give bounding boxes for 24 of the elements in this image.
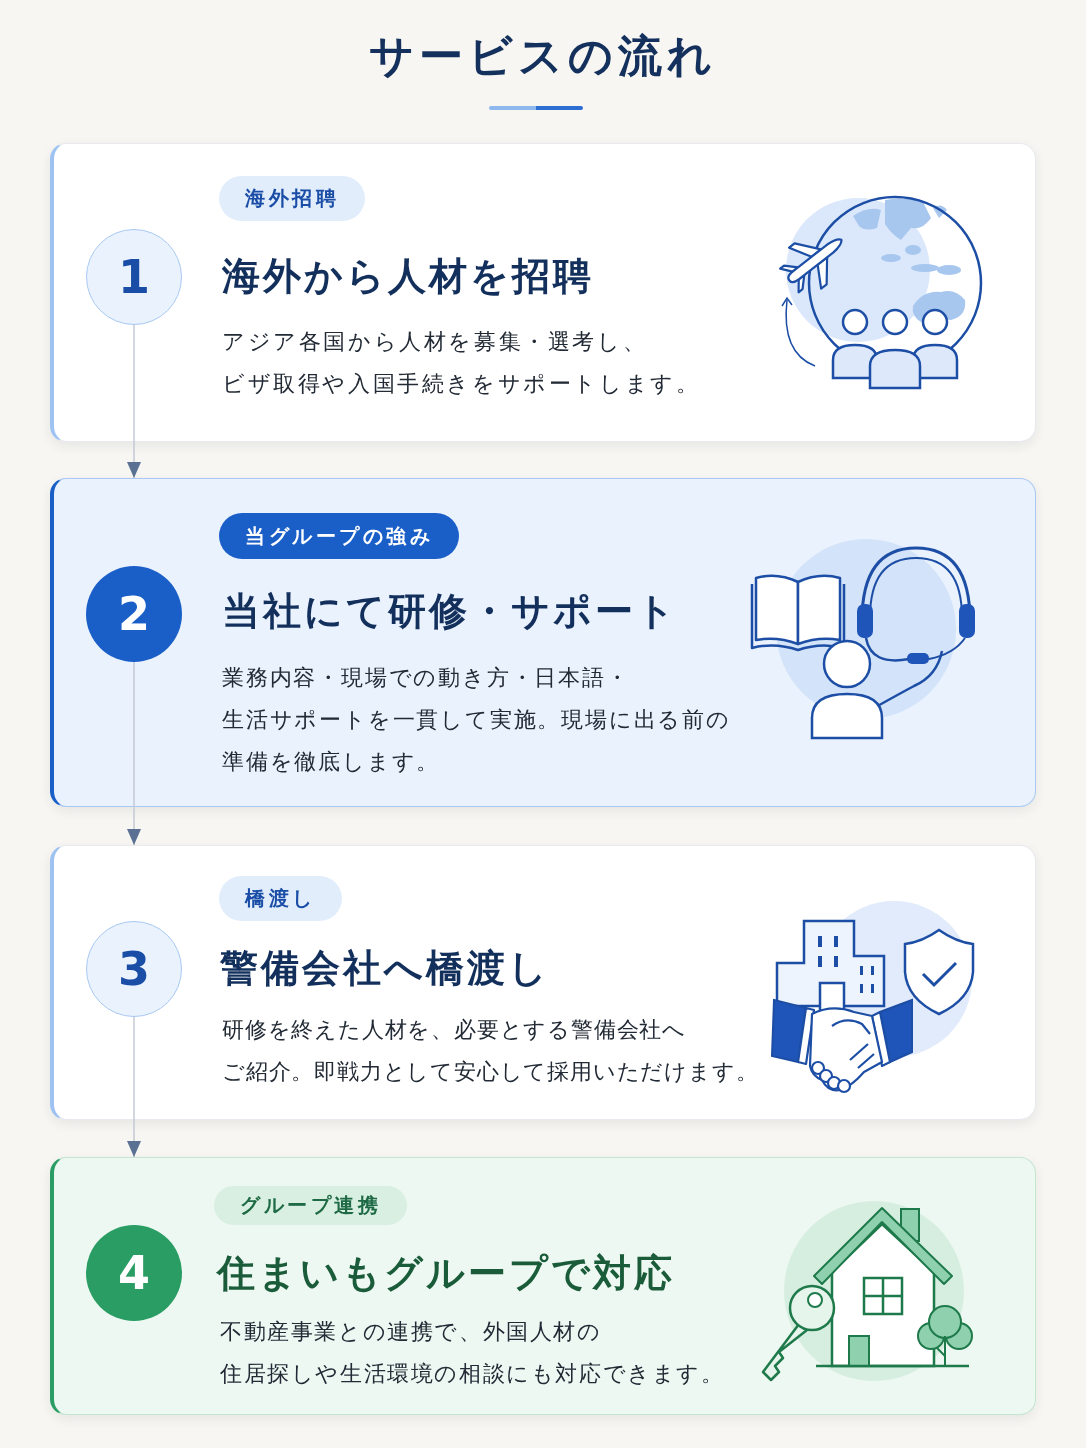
step-number-circle: 2 (86, 566, 182, 662)
category-tag: 橋渡し (219, 876, 342, 921)
arrow (127, 324, 141, 479)
category-tag: 海外招聘 (219, 176, 365, 221)
step-heading: 当社にて研修・サポート (222, 588, 678, 635)
step-number-circle: 3 (86, 921, 182, 1017)
arrow (127, 661, 141, 846)
page-title: サービスの流れ (369, 29, 717, 83)
category-tag: グループ連携 (214, 1186, 407, 1225)
step-description: 業務内容・現場での動き方・日本語・生活サポートを一貫して実施。現場に出る前の準備を徹底します。 (222, 664, 731, 776)
category-tag: 当グループの強み (219, 513, 459, 559)
step-number-circle: 4 (86, 1225, 182, 1321)
step-description: 研修を終えた人材を、必要とする警備会社へご紹介。即戦力として安心して採用いただけます。 (222, 1016, 759, 1086)
step-card (50, 1157, 1036, 1415)
arrow (127, 1016, 141, 1158)
step-description: アジア各国から人材を募集・選考し、ビザ取得や入国手続きをサポートします。 (222, 328, 701, 398)
step-heading: 海外から人材を招聘 (222, 253, 594, 300)
step-heading: 住まいもグループで対応 (217, 1250, 675, 1297)
step-description: 不動産事業との連携で、外国人材の住居探しや生活環境の相談にも対応できます。 (220, 1318, 725, 1388)
step-card (50, 478, 1036, 807)
step-number-circle: 1 (86, 229, 182, 325)
step-card (50, 845, 1036, 1120)
step-heading: 警備会社へ橋渡し (220, 945, 550, 992)
step-card (50, 143, 1036, 442)
